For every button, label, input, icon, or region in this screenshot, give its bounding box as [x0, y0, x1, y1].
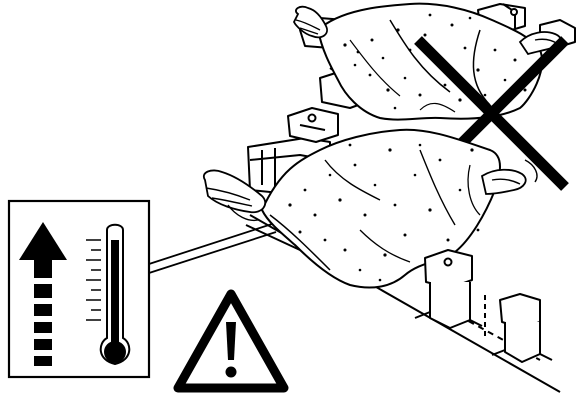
hand-left-top — [294, 7, 327, 38]
mounting-brackets — [415, 250, 552, 362]
warning-triangle-icon — [178, 294, 284, 388]
hand-right-lower — [482, 170, 526, 194]
